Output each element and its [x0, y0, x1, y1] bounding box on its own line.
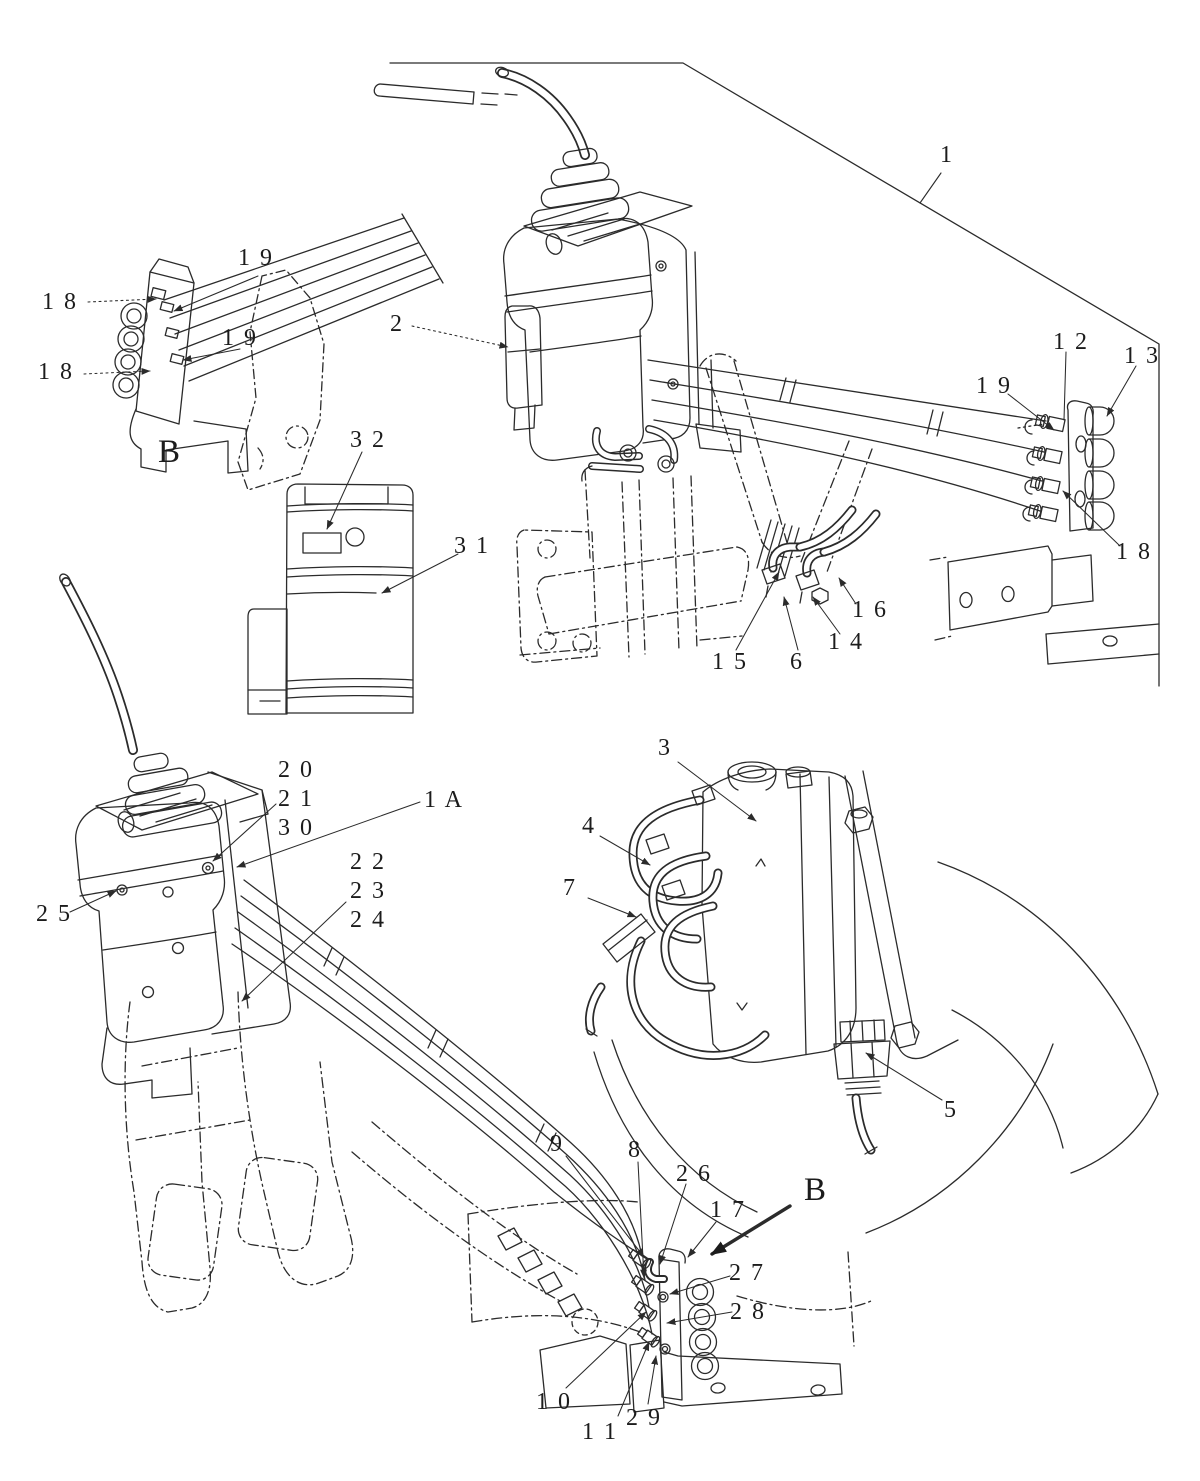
callout-19-c: 1 9 — [976, 373, 1012, 399]
callout-19-b: 1 9 — [222, 325, 258, 351]
callout-10: 1 0 — [536, 1389, 572, 1415]
callout-16: 1 6 — [852, 597, 888, 623]
callout-15: 1 5 — [712, 649, 748, 675]
detail-b-label: B — [158, 434, 181, 470]
callout-1a: 1 A — [424, 787, 465, 813]
callout-5: 5 — [944, 1097, 958, 1123]
callout-27: 2 7 — [729, 1260, 765, 1286]
hydraulic-hoses-upper — [647, 359, 1047, 512]
callout-26: 2 6 — [676, 1161, 712, 1187]
panel-boundary-line — [389, 62, 1160, 687]
coupler-block-right — [1022, 400, 1115, 532]
callout-30: 3 0 — [278, 815, 314, 841]
callout-32: 3 2 — [350, 427, 386, 453]
detail-b-coupler-assembly — [112, 213, 444, 491]
callout-23: 2 3 — [350, 878, 386, 904]
mount-bracket-right — [947, 545, 1160, 665]
hydraulic-hoses-lower — [231, 879, 653, 1335]
callout-9: 9 — [550, 1131, 564, 1157]
callout-18-b: 1 8 — [38, 359, 74, 385]
callout-11: 1 1 — [582, 1419, 618, 1445]
callout-17: 1 7 — [710, 1197, 746, 1223]
callout-4: 4 — [582, 813, 596, 839]
callout-21: 2 1 — [278, 786, 314, 812]
callout-7: 7 — [563, 875, 577, 901]
callout-18-c: 1 8 — [1116, 539, 1152, 565]
coupler-block-bottom — [539, 1248, 843, 1413]
control-valve-assembly — [584, 761, 1159, 1347]
callout-3: 3 — [658, 735, 672, 761]
callout-1: 1 — [940, 142, 954, 168]
callout-18-a: 1 8 — [42, 289, 78, 315]
elbow-fittings-center — [761, 505, 881, 605]
loader-arm-phantom — [124, 991, 641, 1336]
callout-25: 2 5 — [36, 901, 72, 927]
cover-housing — [247, 483, 414, 715]
detail-b-arrow — [710, 1204, 792, 1256]
callout-6: 6 — [790, 649, 804, 675]
joystick-controller-left — [59, 573, 292, 1099]
callout-29: 2 9 — [626, 1405, 662, 1431]
callout-2: 2 — [390, 311, 404, 337]
detail-b-leaders — [83, 275, 259, 375]
joystick-controller-upper — [373, 66, 742, 482]
callout-12: 1 2 — [1053, 329, 1089, 355]
callout-leaders — [69, 325, 1137, 1417]
chassis-phantom-outline — [516, 353, 953, 663]
detail-b-arrow-label: B — [804, 1172, 827, 1208]
callout-14: 1 4 — [828, 629, 864, 655]
callout-24: 2 4 — [350, 907, 386, 933]
callout-19-a: 1 9 — [238, 245, 274, 271]
callout-13: 1 3 — [1124, 343, 1160, 369]
callout-22: 2 2 — [350, 849, 386, 875]
callout-20: 2 0 — [278, 757, 314, 783]
callout-8: 8 — [628, 1137, 642, 1163]
callout-28: 2 8 — [730, 1299, 766, 1325]
callout-31: 3 1 — [454, 533, 490, 559]
